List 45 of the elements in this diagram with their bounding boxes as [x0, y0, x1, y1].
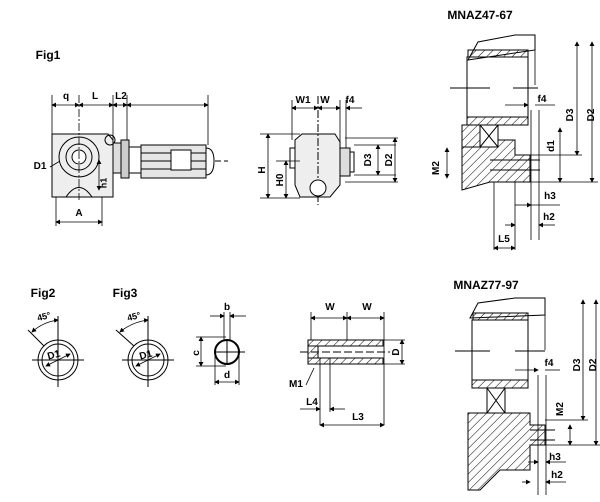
- dimension-label: c: [192, 350, 202, 356]
- leader-line: [306, 368, 314, 386]
- dimension-label: f4: [544, 359, 554, 369]
- callout-label: D1: [30, 160, 50, 174]
- dimension-label: M2: [556, 402, 566, 416]
- dimension-label: D2: [385, 154, 395, 166]
- dimension-label: D2: [587, 108, 597, 122]
- dimension-label: f4: [346, 96, 354, 106]
- dimension-label: L3: [352, 413, 364, 423]
- dimension-label: D3: [566, 108, 576, 122]
- dimension-label: h3: [544, 192, 556, 202]
- dimension-label: L: [92, 92, 98, 102]
- dimension-label: W: [325, 303, 335, 313]
- dimension-label: 45°: [126, 310, 142, 324]
- dimension-label: L2: [115, 92, 127, 102]
- dimension-label: d: [224, 371, 230, 381]
- dimension-label: A: [75, 209, 83, 219]
- dimension-label: D3: [573, 358, 583, 372]
- figure-title: MNAZ47-67: [447, 9, 513, 21]
- dimension-label: L4: [306, 398, 318, 408]
- dimension-label: D3: [364, 154, 374, 166]
- dimension-label: M2: [432, 161, 442, 175]
- dimension-label: 45°: [36, 310, 52, 324]
- leader-line: [50, 160, 60, 168]
- figure-title: MNAZ77-97: [453, 279, 519, 291]
- dimension-label: W: [362, 303, 372, 313]
- dimension-label: H0: [276, 174, 286, 186]
- dimension-label: D: [392, 348, 402, 356]
- dimension-label: L5: [498, 235, 510, 245]
- dimension-label: W: [320, 96, 330, 106]
- dimension-label: W1: [296, 96, 310, 106]
- dimension-label: h2: [543, 213, 555, 223]
- dimension-label: D2: [589, 358, 599, 372]
- dimension-label: d1: [547, 140, 557, 152]
- dimension-label: b: [224, 303, 230, 313]
- dimension-label: h2: [551, 471, 563, 481]
- dimension-label: q: [62, 92, 70, 102]
- callout-label: M1: [286, 378, 306, 392]
- dimension-label: f4: [538, 95, 546, 105]
- figure-title: Fig1: [36, 49, 60, 61]
- figure-title: Fig2: [30, 287, 56, 299]
- dimension-label: h3: [549, 453, 561, 463]
- dimension-label: h1: [100, 178, 108, 188]
- dimension-label: H: [258, 166, 268, 174]
- figure-title: Fig3: [112, 287, 138, 299]
